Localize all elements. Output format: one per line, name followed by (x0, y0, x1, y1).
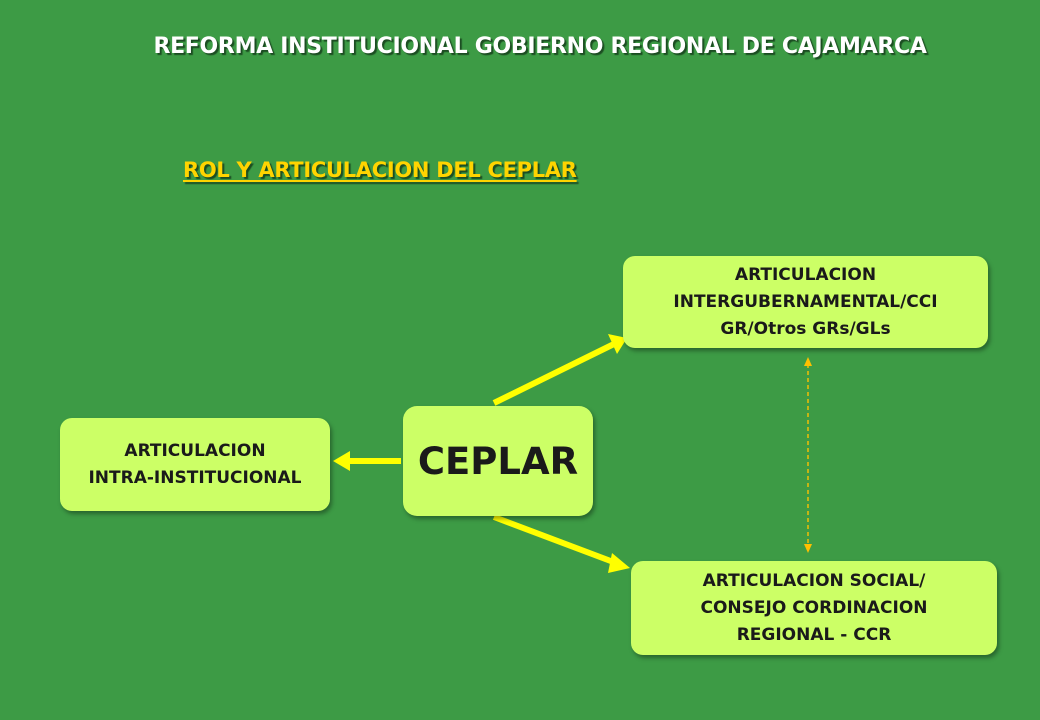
node-inter-line-3: GR/Otros GRs/GLs (720, 318, 891, 339)
arrow-to-intergubernamental (492, 334, 627, 406)
node-ceplar: CEPLAR (403, 406, 593, 516)
node-intra-line-2: INTRA-INSTITUCIONAL (88, 467, 302, 488)
node-inter-line-1: ARTICULACION (734, 264, 877, 285)
section-subtitle: ROL Y ARTICULACION DEL CEPLAR (183, 158, 577, 182)
node-ceplar-label: CEPLAR (417, 439, 579, 483)
dashed-link-inter-social (804, 357, 812, 553)
node-inter-line-2: INTERGUBERNAMENTAL/CCI (673, 291, 938, 312)
node-social-ccr: ARTICULACION SOCIAL/ CONSEJO CORDINACION… (631, 561, 997, 655)
node-social-line-2: CONSEJO CORDINACION (700, 597, 928, 618)
arrow-to-intra (333, 451, 401, 471)
node-intra-line-1: ARTICULACION (124, 440, 266, 461)
page-title: REFORMA INSTITUCIONAL GOBIERNO REGIONAL … (153, 34, 927, 59)
node-intra-institucional: ARTICULACION INTRA-INSTITUCIONAL (60, 418, 330, 511)
node-intergubernamental: ARTICULACION INTERGUBERNAMENTAL/CCI GR/O… (623, 256, 988, 348)
node-social-line-3: REGIONAL - CCR (736, 624, 892, 645)
arrow-to-social (492, 514, 630, 573)
node-social-line-1: ARTICULACION SOCIAL/ (702, 570, 926, 591)
